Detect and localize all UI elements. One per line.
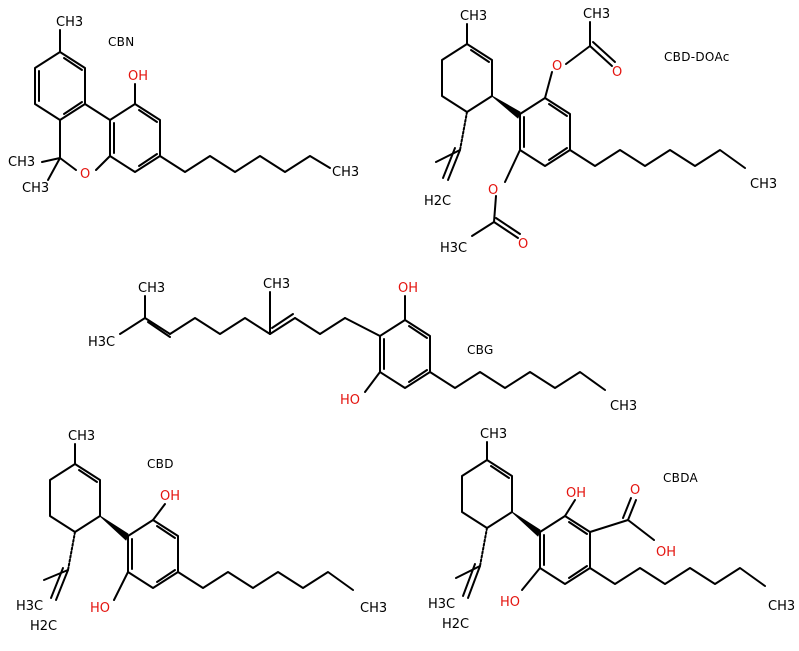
cbda-name-label: CBDA (663, 471, 699, 485)
molecule-cbd: CH3 CBD OH H3C H2C HO CH3 (16, 429, 387, 634)
cbda-ch3-ring-label: CH3 (480, 427, 507, 442)
cbda-h2c-label: H2C (442, 617, 469, 632)
cbn-ch3-top-label: CH3 (56, 15, 83, 30)
cbd-doac-ester-bottom-o-label: O (488, 183, 498, 198)
cbn-gem-ch3-lower-label: CH3 (22, 181, 49, 196)
cbg-name-label: CBG (467, 343, 494, 357)
cbn-name-label: CBN (108, 35, 135, 49)
cbd-name-label: CBD (147, 457, 174, 471)
cbn-ring-o-label: O (80, 167, 90, 182)
cbd-doac-name-label: CBD-DOAc (664, 50, 730, 64)
molecule-cbg: CH3 H3C CH3 OH CBG HO CH3 (88, 277, 637, 414)
cbd-doac-carbonyl-bottom-o-label: O (518, 237, 528, 252)
cbda-tail-ch3-label: CH3 (768, 599, 795, 614)
cbn-tail-ch3-label: CH3 (332, 165, 359, 180)
cbg-terminal-ch3-top-label: CH3 (138, 281, 165, 296)
molecule-cbn: CH3 CBN OH O CH3 CH3 CH3 (8, 15, 359, 196)
cbd-doac-tail-ch3-label: CH3 (750, 177, 777, 192)
cbd-doac-ch3-ring-label: CH3 (460, 9, 487, 24)
cbg-terminal-h3c-label: H3C (88, 335, 115, 350)
cbd-tail-ch3-label: CH3 (360, 601, 387, 616)
cbd-doac-ester-top-o-label: O (552, 59, 562, 74)
cbg-oh-top-label: OH (398, 281, 418, 296)
cbda-h3c-label: H3C (428, 597, 455, 612)
cbd-doac-acetyl-top-ch3-label: CH3 (583, 7, 610, 22)
cbd-ch3-ring-label: CH3 (68, 429, 95, 444)
cbg-bonds (119, 291, 606, 393)
cbg-mid-ch3-label: CH3 (263, 277, 290, 292)
cbda-oh-top-label: OH (566, 486, 586, 501)
cbg-ho-bottom-label: HO (340, 393, 360, 408)
cbd-oh-top-label: OH (160, 489, 180, 504)
cbd-doac-bonds (435, 21, 746, 239)
cbn-gem-ch3-upper-label: CH3 (8, 155, 35, 170)
cbda-ho-bottom-label: HO (500, 595, 520, 610)
cbn-oh-label: OH (128, 69, 148, 84)
molecule-cbda: CH3 OH O CBDA OH H3C H2C HO CH3 (428, 427, 795, 632)
cbd-h3c-label: H3C (16, 599, 43, 614)
cbda-acid-oh-label: OH (656, 545, 676, 560)
cbn-bonds (34, 29, 331, 181)
cbd-doac-carbonyl-top-o-label: O (612, 65, 622, 80)
cbda-carbonyl-o-label: O (630, 483, 640, 498)
cbg-tail-ch3-label: CH3 (610, 399, 637, 414)
cbd-bonds (43, 443, 354, 601)
cbda-bonds (455, 441, 766, 599)
molecule-cbd-doac: CH3 CH3 O O CBD-DOAc H2C O O H3C CH3 (424, 7, 777, 256)
cbd-h2c-label: H2C (30, 619, 57, 634)
cbd-doac-h2c-label: H2C (424, 194, 451, 209)
cbd-ho-bottom-label: HO (90, 601, 110, 616)
cbd-doac-acetyl-bottom-h3c-label: H3C (440, 241, 467, 256)
